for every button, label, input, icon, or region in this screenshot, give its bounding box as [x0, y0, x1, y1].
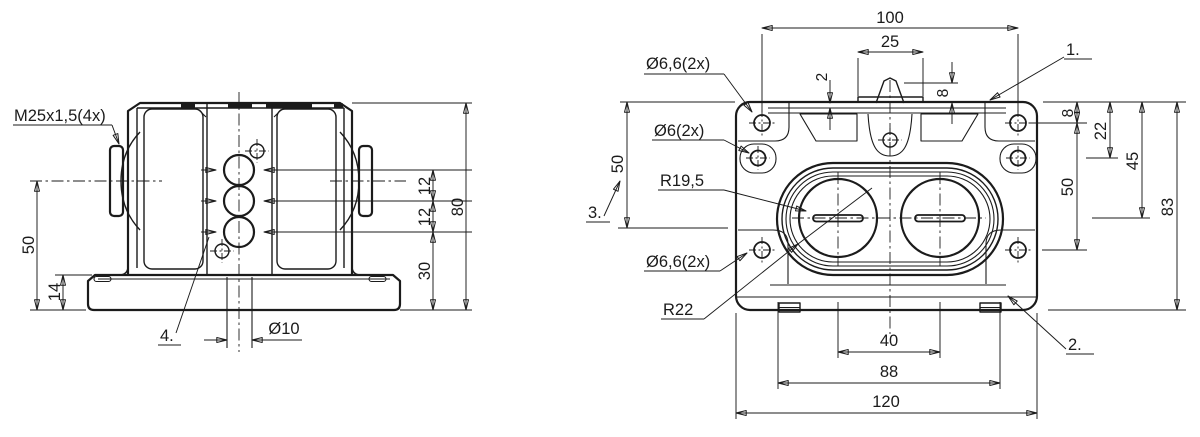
top-view-labels: Ø6,6(2x) Ø6(2x) R19,5 Ø6,6(2x) R22 1. 2.… — [586, 41, 1094, 355]
label-corner-holes-upper: Ø6,6(2x) — [646, 55, 710, 73]
body-outline — [734, 100, 1039, 312]
dim-base-height: 14 — [46, 283, 64, 301]
dim-clip-span: 88 — [880, 363, 898, 381]
dim-hole-pitch-upper: 12 — [416, 177, 434, 195]
dim-tab-width: 25 — [881, 33, 899, 51]
dim-edge-to-center: 45 — [1124, 152, 1142, 170]
dim-left-height: 50 — [609, 155, 627, 173]
seal-strip — [334, 103, 343, 109]
dim-hole-span: 100 — [876, 9, 904, 27]
base-slot — [93, 275, 112, 283]
right-panel-face — [276, 108, 337, 270]
side-channel-left — [739, 143, 777, 174]
dim-edge-to-side-hole: 22 — [1092, 122, 1110, 140]
label-position-3: 3. — [588, 204, 602, 222]
top-view-dimensions: 100 25 2 8 8 50 22 45 83 50 — [609, 9, 1186, 419]
dim-lower-offset: 30 — [416, 262, 434, 280]
label-side-holes: Ø6(2x) — [654, 122, 704, 140]
label-position-4: 4. — [160, 327, 174, 345]
label-position-2: 2. — [1068, 336, 1082, 354]
seal-strip — [181, 103, 195, 109]
label-corner-holes-lower: Ø6,6(2x) — [646, 253, 710, 271]
side-channel-right — [999, 143, 1037, 174]
dim-base-hole-dia: Ø10 — [268, 320, 299, 338]
dim-center-height: 50 — [20, 236, 38, 254]
label-position-1: 1. — [1066, 41, 1080, 59]
dim-hole-rows: 50 — [1059, 178, 1077, 196]
dim-total-width: 120 — [872, 393, 900, 411]
top-view — [734, 77, 1039, 334]
seal-strip — [266, 103, 312, 109]
left-panel-face — [143, 108, 204, 270]
front-view-dimensions: 50 14 12 12 30 80 Ø10 M25x1,5(4x) 4. — [13, 102, 472, 346]
front-view — [30, 92, 472, 352]
dim-hole-pitch-lower: 12 — [416, 208, 434, 226]
label-inner-corner-radius: R19,5 — [660, 172, 704, 190]
dim-seal-gap: 2 — [814, 73, 831, 82]
label-gland-thread: M25x1,5(4x) — [14, 107, 106, 125]
top-tab — [875, 77, 905, 104]
dim-edge-to-hole: 8 — [1060, 109, 1077, 118]
hole-axis-lines — [201, 167, 472, 235]
web-cutout-right — [920, 113, 979, 142]
web-cutout-left — [799, 113, 858, 142]
base-slot — [368, 275, 387, 283]
housing-outline — [126, 101, 354, 275]
seal-strip — [228, 103, 252, 109]
dim-total-depth: 83 — [1159, 198, 1177, 216]
base-flange-outline — [86, 273, 402, 312]
label-outer-corner-radius: R22 — [663, 301, 693, 319]
top-plate — [857, 96, 924, 103]
dim-slot-span: 40 — [880, 332, 898, 350]
dim-total-height: 80 — [449, 198, 467, 216]
dim-tab-height: 8 — [935, 89, 952, 98]
